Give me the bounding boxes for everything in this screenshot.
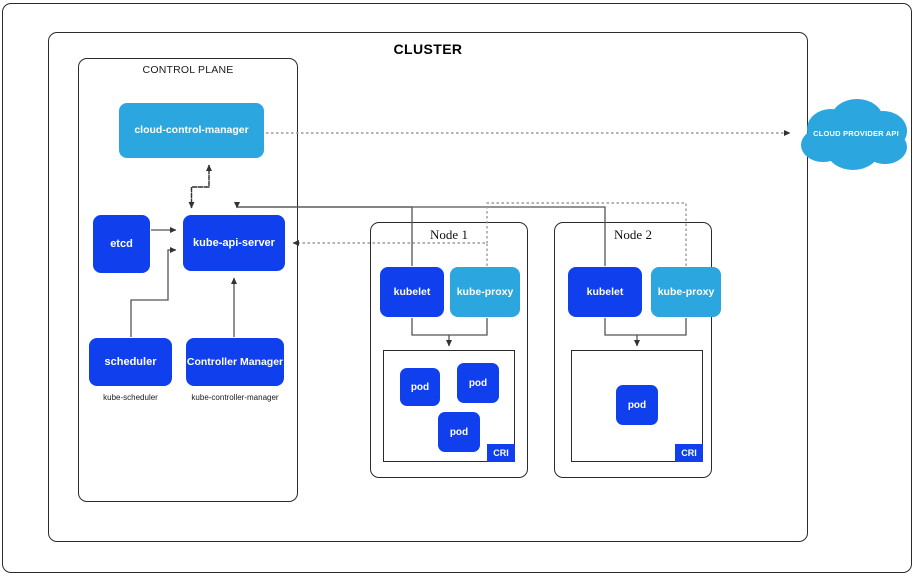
node-1-kube-proxy-box[interactable]: kube-proxy (450, 267, 520, 317)
node-2-title: Node 2 (614, 227, 652, 242)
cluster-title: CLUSTER (393, 41, 463, 57)
control-plane-title: CONTROL PLANE (142, 64, 234, 76)
node-1-title: Node 1 (430, 227, 468, 242)
scheduler-box[interactable]: scheduler (89, 338, 172, 386)
node-1-pod-3[interactable]: pod (438, 412, 480, 452)
cloud-provider-api-shape[interactable]: CLOUD PROVIDER API (797, 95, 915, 177)
node-1-pod-2[interactable]: pod (457, 363, 499, 403)
node-2-pod-1[interactable]: pod (616, 385, 658, 425)
cloud-icon (801, 99, 907, 170)
cluster-boundary (48, 32, 808, 542)
controller-manager-sublabel: kube-controller-manager (191, 393, 279, 402)
kube-api-server-box[interactable]: kube-api-server (183, 215, 285, 271)
control-plane-boundary (78, 58, 298, 502)
canvas-border (2, 3, 912, 573)
node-1-cri-badge: CRI (487, 444, 515, 462)
node-1-pod-1[interactable]: pod (400, 368, 440, 406)
cloud-control-manager-box[interactable]: cloud-control-manager (119, 103, 264, 158)
node-2-kubelet-box[interactable]: kubelet (568, 267, 642, 317)
etcd-box[interactable]: etcd (93, 215, 150, 273)
controller-manager-box[interactable]: Controller Manager (186, 338, 284, 386)
node-2-kube-proxy-box[interactable]: kube-proxy (651, 267, 721, 317)
scheduler-sublabel: kube-scheduler (103, 393, 158, 402)
node-1-kubelet-box[interactable]: kubelet (380, 267, 444, 317)
node-2-cri-badge: CRI (675, 444, 703, 462)
